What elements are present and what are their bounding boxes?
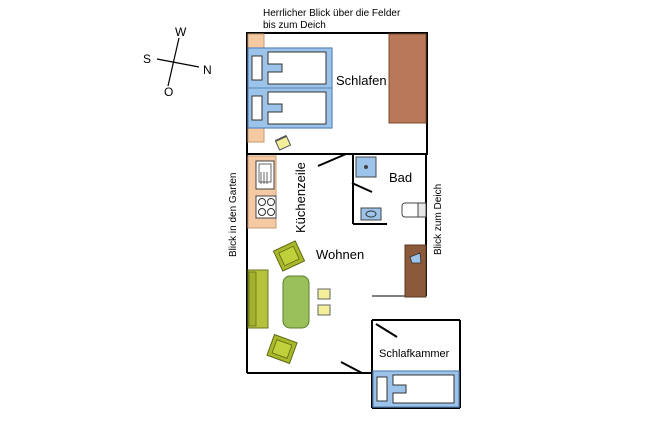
armchair-top [272, 240, 306, 272]
room-label-living: Wohnen [316, 247, 364, 262]
toilet-tank [417, 202, 427, 218]
coffee-table [282, 275, 310, 329]
bedroom-chair [274, 135, 292, 151]
view-fields-note-line2: bis zum Deich [263, 20, 326, 31]
bedroom-wardrobe [388, 33, 427, 124]
compass-east-label: O [164, 85, 173, 99]
bath-door-swing [351, 182, 373, 193]
sink-basin [258, 163, 272, 183]
view-garden-note: Blick in den Garten [228, 173, 239, 258]
duvet-bottom [267, 91, 327, 125]
pillow-bottom [251, 95, 263, 121]
view-dike-note: Blick zum Deich [433, 184, 444, 255]
room-label-small-bedroom: Schlafkammer [379, 348, 450, 360]
burner-3 [258, 208, 266, 216]
bathroom: Bad [351, 154, 427, 225]
burner-2 [267, 198, 275, 206]
burner-1 [258, 198, 266, 206]
single-bed-pillow [376, 376, 388, 402]
washbasin [360, 207, 382, 221]
nightstand-bottom [247, 127, 265, 143]
view-fields-note-line1: Herrlicher Blick über die Felder [263, 8, 401, 19]
stool-2 [317, 304, 331, 316]
compass-rose: W S N O [143, 25, 212, 99]
burner-4 [267, 208, 275, 216]
nightstand-top [247, 33, 265, 49]
room-label-bath: Bad [389, 170, 412, 185]
small-bedroom-door-swing [375, 323, 398, 338]
sofa-back [248, 271, 257, 327]
compass-west-label: W [175, 25, 187, 39]
small-bedroom: Schlafkammer [371, 319, 461, 409]
kitchen-stove [255, 195, 277, 219]
bedroom-door-swing [317, 153, 347, 167]
shower-drain [364, 165, 368, 169]
compass-axis-horizontal [156, 58, 200, 68]
tv-icon [409, 252, 422, 264]
room-label-bedroom: Schlafen [336, 73, 387, 88]
room-label-kitchenette: Küchenzeile [293, 162, 308, 233]
pillow-top [251, 55, 263, 81]
compass-south-label: S [143, 52, 151, 66]
washbasin-bowl [365, 210, 377, 218]
armchair-bottom [266, 333, 298, 365]
duvet-top [267, 51, 327, 85]
stool-1 [317, 288, 331, 300]
compass-north-label: N [203, 63, 212, 77]
bedroom: Schlafen [246, 32, 428, 155]
sideboard [404, 244, 427, 298]
living-area: Küchenzeile Wohnen [246, 153, 427, 374]
entrance-door-swing [340, 361, 363, 374]
single-bed-duvet [392, 374, 455, 404]
